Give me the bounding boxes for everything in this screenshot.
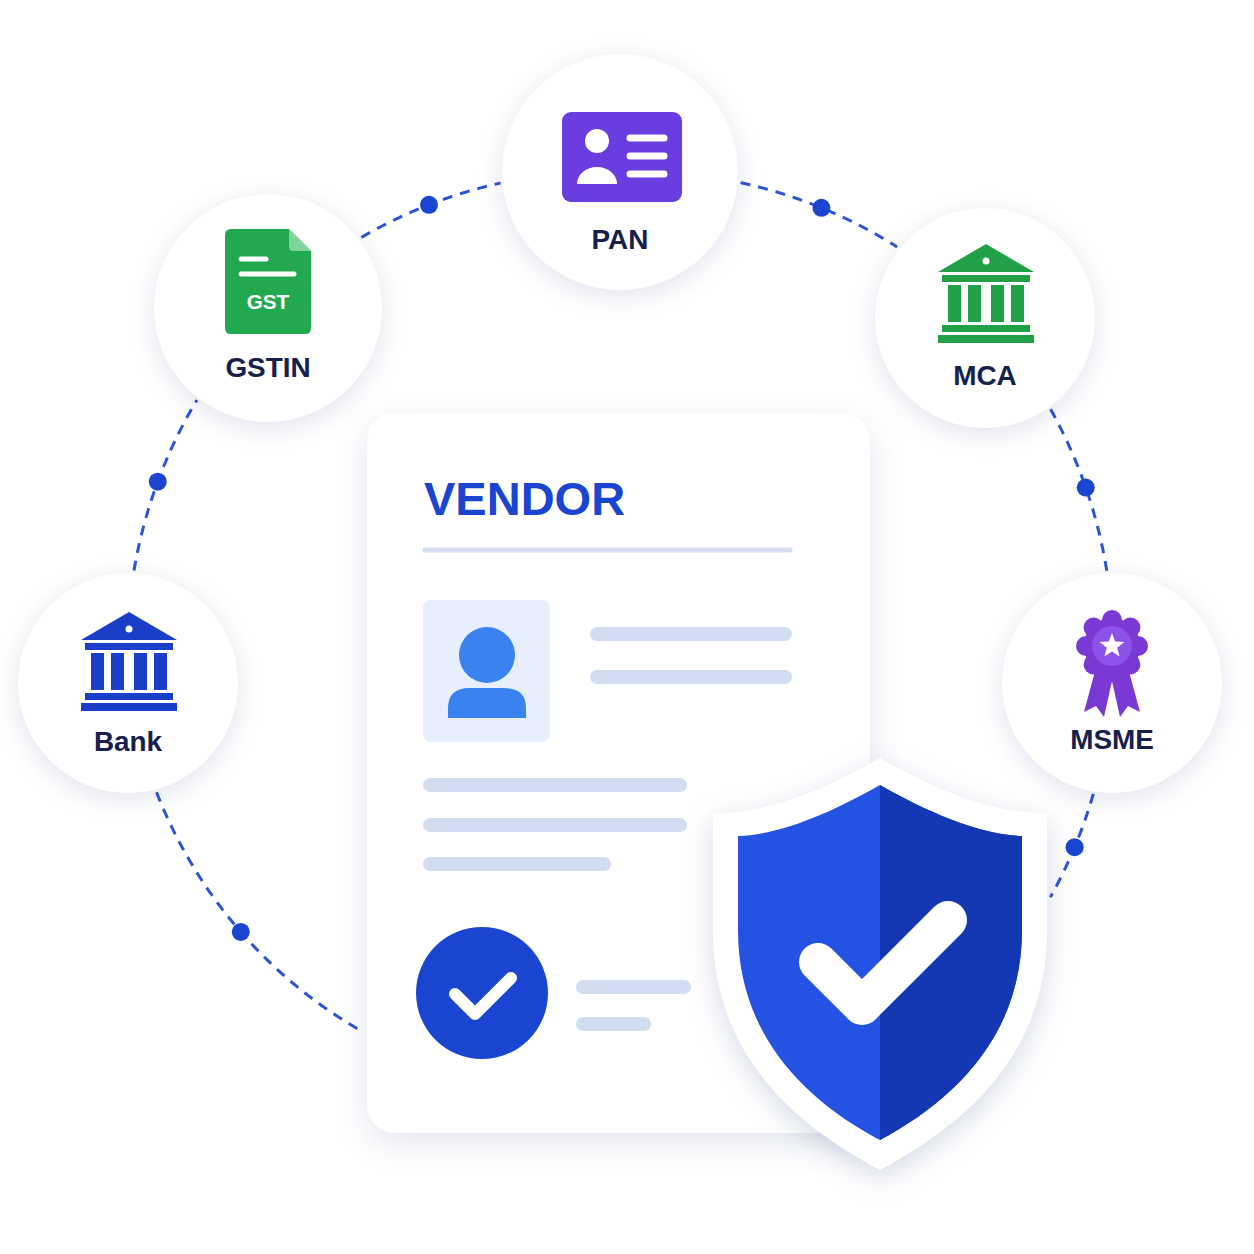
icon [81,612,177,711]
icon [1076,610,1148,717]
connector-dot [149,473,167,491]
connector-dot [420,196,438,214]
icon [416,550,1047,1170]
dashed-connector [361,183,500,237]
connector-dot [1077,479,1095,497]
node-label: MSME [1002,723,1222,756]
vendor-card: VENDOR [367,413,870,1133]
connector-dot [232,923,250,941]
dashed-connector [1051,409,1107,571]
node-icon [18,573,238,793]
node-label: PAN [502,223,738,256]
node-label: MCA [875,359,1095,392]
connector-dot [1066,838,1084,856]
dashed-connector [134,400,197,570]
source-circle: GST GSTIN [154,194,382,422]
node-label: GSTIN [154,351,382,384]
node-label: Bank [18,725,238,758]
dashed-connector [741,183,898,247]
source-circle: Bank [18,573,238,793]
icon [938,244,1034,343]
source-circle: MCA [875,208,1095,428]
dashed-connector [1050,794,1093,897]
card-title: VENDOR [424,471,625,527]
source-circle: PAN [502,54,738,290]
node-icon [875,208,1095,428]
icon [562,112,682,202]
dashed-connector [157,792,364,1032]
connector-dot [812,199,830,217]
icon [225,229,311,334]
node-icon [1002,573,1222,793]
icon-text: GST [154,290,382,315]
source-circle: MSME [1002,573,1222,793]
